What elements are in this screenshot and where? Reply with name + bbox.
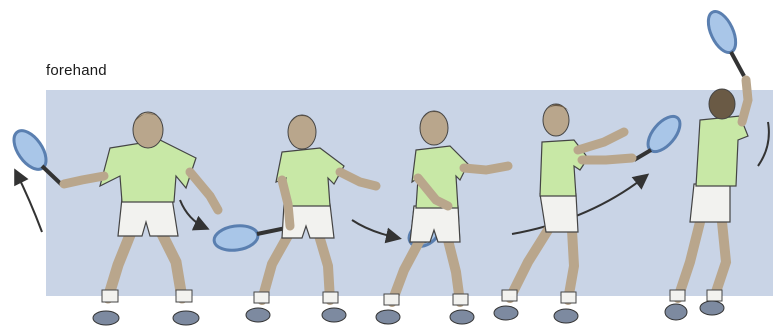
figure-label: forehand bbox=[46, 62, 107, 79]
racket-5 bbox=[703, 7, 744, 76]
swing-arrow-1 bbox=[16, 172, 42, 232]
